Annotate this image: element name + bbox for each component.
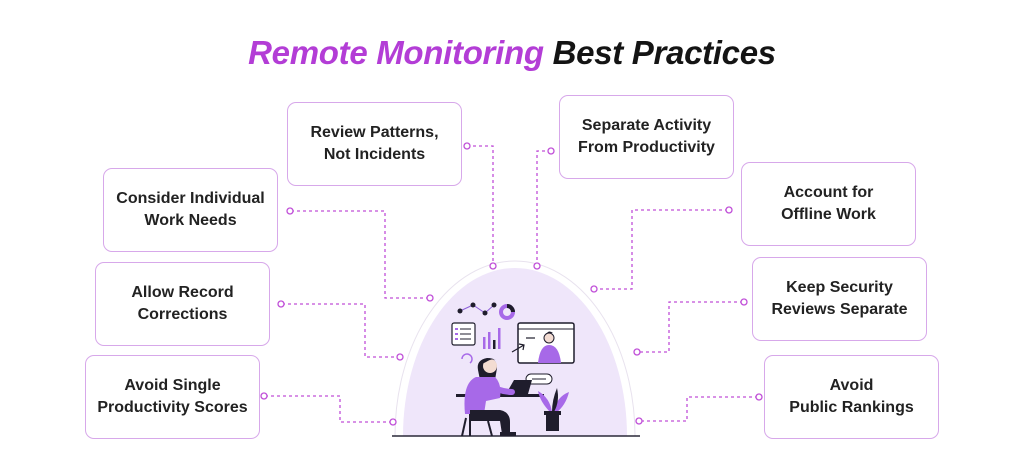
sparkline-icon: [459, 304, 495, 314]
endpoint-dot: [725, 206, 733, 214]
person-icon: [464, 358, 516, 436]
connector-review-patterns: [467, 145, 494, 265]
card-consider-needs: Consider Individual Work Needs: [103, 168, 278, 252]
title-rest: Best Practices: [552, 34, 777, 71]
card-offline-work-label: Account for Offline Work: [781, 184, 876, 223]
dome-outline: [394, 260, 636, 437]
connector-record-corrections: [282, 303, 398, 358]
endpoint-dot: [463, 142, 471, 150]
endpoint-dot: [426, 294, 434, 302]
endpoint-dot: [286, 207, 294, 215]
card-separate-activity-label: Separate Activity From Productivity: [578, 117, 715, 156]
endpoint-dot: [740, 298, 748, 306]
remote-worker-illustration: [451, 302, 575, 437]
endpoint-dot: [547, 147, 555, 155]
card-review-patterns: Review Patterns, Not Incidents: [287, 102, 462, 186]
connector-single-scores: [265, 395, 392, 423]
connector-offline-work: [595, 209, 728, 290]
plant-icon: [538, 388, 569, 431]
endpoint-dot: [489, 262, 497, 270]
card-single-scores-label: Avoid Single Productivity Scores: [97, 377, 248, 416]
endpoint-dot: [260, 392, 268, 400]
card-consider-needs-label: Consider Individual Work Needs: [116, 190, 265, 229]
endpoint-dot: [590, 285, 598, 293]
endpoint-dot: [396, 353, 404, 361]
connector-security-reviews: [638, 301, 743, 353]
connector-endpoints: [260, 142, 763, 426]
endpoint-dot: [755, 393, 763, 401]
endpoint-dot: [635, 417, 643, 425]
card-review-patterns-label: Review Patterns, Not Incidents: [310, 124, 439, 163]
connector-public-rankings: [640, 396, 758, 422]
refresh-icon: [461, 353, 473, 364]
card-security-reviews-label: Keep Security Reviews Separate: [771, 279, 908, 318]
connector-consider-needs: [291, 210, 428, 299]
connectors: [265, 145, 758, 423]
card-single-scores: Avoid Single Productivity Scores: [85, 355, 260, 439]
page-title: Remote Monitoring Best Practices: [0, 34, 1024, 72]
card-record-corrections: Allow Record Corrections: [95, 262, 270, 346]
card-separate-activity: Separate Activity From Productivity: [559, 95, 734, 179]
title-highlight: Remote Monitoring: [248, 34, 544, 71]
endpoint-dot: [389, 418, 397, 426]
endpoint-dot: [533, 262, 541, 270]
bar-chart-icon: [483, 328, 501, 349]
card-offline-work: Account for Offline Work: [741, 162, 916, 246]
connector-separate-activity: [536, 150, 551, 265]
endpoint-dot: [277, 300, 285, 308]
chair-icon: [461, 417, 467, 437]
dome-background: [403, 268, 627, 436]
card-security-reviews: Keep Security Reviews Separate: [752, 257, 927, 341]
card-public-rankings-label: Avoid Public Rankings: [789, 377, 914, 416]
endpoint-dot: [633, 348, 641, 356]
card-record-corrections-label: Allow Record Corrections: [131, 284, 234, 323]
card-public-rankings: Avoid Public Rankings: [764, 355, 939, 439]
